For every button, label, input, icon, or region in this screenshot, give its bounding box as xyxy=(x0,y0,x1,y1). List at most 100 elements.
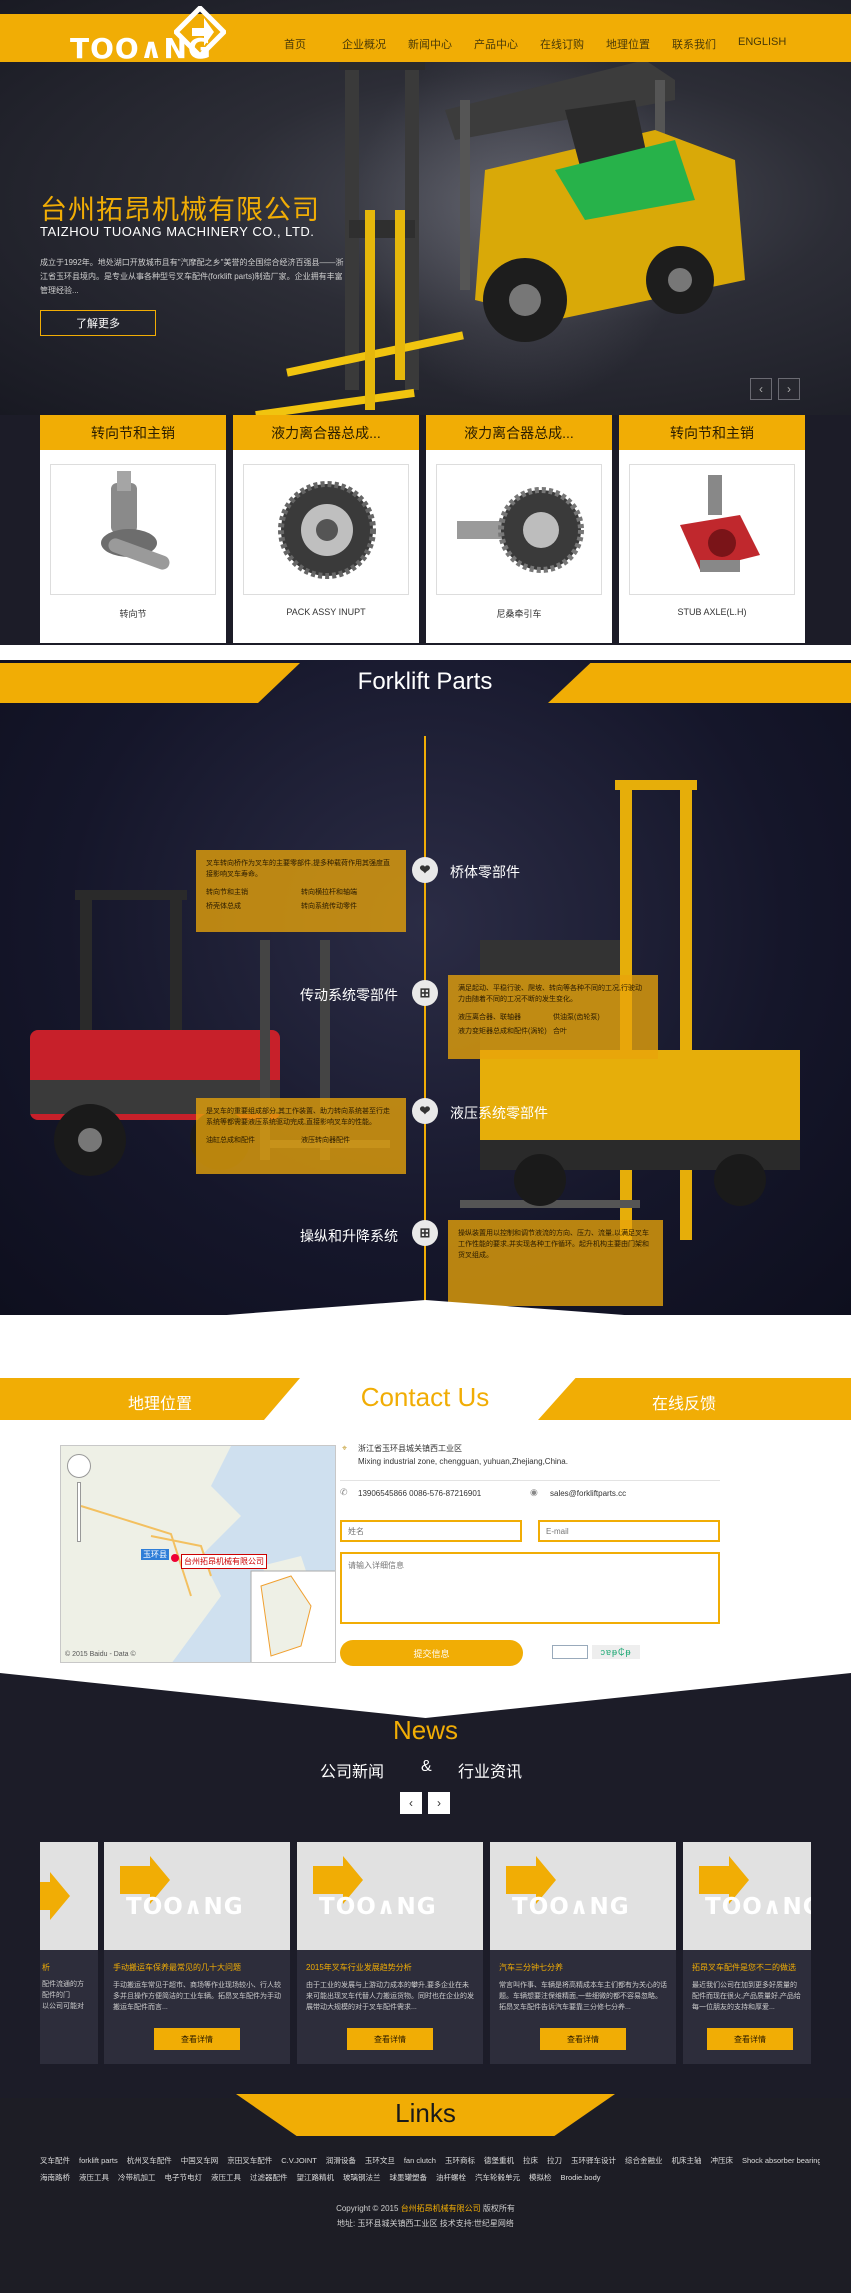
axle-parts-label[interactable]: 桥体零部件 xyxy=(450,864,520,880)
news-title[interactable]: 手动搬运车保养最常见的几十大问题 xyxy=(113,1963,241,1972)
friend-link[interactable]: 望江路精机 xyxy=(296,2173,335,2182)
news-title[interactable]: 析 xyxy=(42,1963,50,1972)
news-title[interactable]: 汽车三分钟七分养 xyxy=(499,1963,563,1972)
friend-link[interactable]: 过滤器配件 xyxy=(250,2173,288,2182)
friend-link[interactable]: 中国叉车网 xyxy=(180,2156,219,2165)
timeline-line xyxy=(424,736,426,1346)
product-card[interactable]: 液力离合器总成... 尼桑牵引车 xyxy=(426,415,612,643)
email-field[interactable] xyxy=(538,1520,720,1542)
part-link[interactable]: 液压离合器、联轴器 xyxy=(458,1014,521,1021)
address-en: Mixing industrial zone, chengguan, yuhua… xyxy=(358,1457,568,1466)
friend-link[interactable]: 玉环驿车设计 xyxy=(570,2156,616,2165)
nav-home[interactable]: 首页 xyxy=(284,39,306,51)
friend-link[interactable]: 拉刀 xyxy=(546,2156,562,2165)
friend-link[interactable]: forklift parts xyxy=(79,2156,118,2165)
address-cn: 浙江省玉环县城关镇西工业区 xyxy=(358,1444,462,1453)
part-link[interactable]: 转向节和主销 xyxy=(206,889,248,896)
friend-link[interactable]: 玻璃钢法兰 xyxy=(343,2173,381,2182)
part-link[interactable]: 油缸总成和配件 xyxy=(206,1137,255,1144)
news-card[interactable]: TOO∧NG 手动搬运车保养最常见的几十大问题 手动搬运车常见于超市、商场等作业… xyxy=(104,1842,290,2064)
message-field[interactable] xyxy=(340,1552,720,1624)
friend-link[interactable]: 电子节电灯 xyxy=(164,2173,203,2182)
friend-link[interactable]: 拉床 xyxy=(522,2156,538,2165)
part-link[interactable]: 合叶 xyxy=(553,1028,567,1035)
lift-system-label[interactable]: 操纵和升降系统 xyxy=(300,1228,398,1244)
transmission-parts-label[interactable]: 传动系统零部件 xyxy=(300,987,398,1003)
friend-link[interactable]: 德堡重机 xyxy=(483,2156,514,2165)
product-title[interactable]: 转向节和主销 xyxy=(619,415,805,450)
news-card[interactable]: TOO∧NG 2015年叉车行业发展趋势分析 由于工业的发展与上游动力成本的攀升… xyxy=(297,1842,483,2064)
logo-text[interactable]: TOO∧NG xyxy=(70,32,212,65)
copyright-company[interactable]: 台州拓昂机械有限公司 xyxy=(400,2204,481,2213)
baidu-map[interactable]: 玉环县 台州拓昂机械有限公司 © 2015 Baidu - Data © xyxy=(60,1445,336,1663)
news-card-partial[interactable]: 析 配件流通的方 配件的门 以公司可能对 xyxy=(40,1842,98,2064)
captcha-image[interactable]: ᴐɐᵽ₵ᵽ xyxy=(592,1645,640,1659)
friend-link[interactable]: 液压工具 xyxy=(79,2173,109,2182)
friend-link[interactable]: 润滑设备 xyxy=(325,2156,356,2165)
friend-link[interactable]: 玉环商标 xyxy=(444,2156,475,2165)
news-more-button[interactable]: 查看详情 xyxy=(707,2028,793,2050)
friend-link[interactable]: 机床主轴 xyxy=(671,2156,702,2165)
part-link[interactable]: 桥壳体总成 xyxy=(206,903,241,910)
news-more-button[interactable]: 查看详情 xyxy=(347,2028,433,2050)
friend-link[interactable]: 液压工具 xyxy=(211,2173,241,2182)
friend-link[interactable]: 玉环文旦 xyxy=(364,2156,395,2165)
part-link[interactable]: 供油泵(齿轮泵) xyxy=(553,1014,600,1021)
nav-news[interactable]: 新闻中心 xyxy=(408,39,452,51)
news-prev-button[interactable]: ‹ xyxy=(400,1792,422,1814)
friend-link[interactable]: 球墨罐塑备 xyxy=(389,2173,428,2182)
news-more-button[interactable]: 查看详情 xyxy=(154,2028,240,2050)
news-card-partial[interactable]: TOO∧NG 拓昂叉车配件是您不二的做选 最近我们公司在加到更多好质量的配件而现… xyxy=(683,1842,811,2064)
friend-link[interactable]: fan clutch xyxy=(403,2156,436,2165)
friend-link[interactable]: 模拟检 xyxy=(529,2173,552,2182)
friend-link[interactable]: 冲压床 xyxy=(710,2156,733,2165)
friend-link[interactable]: 油杆螺栓 xyxy=(436,2173,466,2182)
friend-link[interactable]: C.V.JOINT xyxy=(281,2156,317,2165)
friend-link[interactable]: 汽车轮毂单元 xyxy=(475,2173,520,2182)
friend-link[interactable]: 冷带机加工 xyxy=(118,2173,156,2182)
news-title[interactable]: 2015年叉车行业发展趋势分析 xyxy=(306,1963,412,1972)
map-pan-control[interactable] xyxy=(67,1454,91,1478)
captcha-input[interactable] xyxy=(552,1645,588,1659)
nav-contact[interactable]: 联系我们 xyxy=(672,39,716,51)
product-title[interactable]: 液力离合器总成... xyxy=(233,415,419,450)
news-more-button[interactable]: 查看详情 xyxy=(540,2028,626,2050)
friend-link[interactable]: Brodie.body xyxy=(560,2173,601,2182)
nav-english[interactable]: ENGLISH xyxy=(738,36,787,48)
lift-system-box: 操纵装置用以控制和调节液流的方向、压力、流量,以满足叉车工作性能的要求,并实现各… xyxy=(448,1220,663,1306)
nav-products[interactable]: 产品中心 xyxy=(474,39,518,51)
hero-prev-button[interactable]: ‹ xyxy=(750,378,772,400)
part-link[interactable]: 转向系统传动零件 xyxy=(301,903,357,910)
feedback-heading: 在线反馈 xyxy=(652,1396,717,1413)
industry-news-tab[interactable]: 行业资讯 xyxy=(458,1764,523,1781)
product-name: 转向节 xyxy=(119,609,147,619)
part-link[interactable]: 液力变矩器总成和配件(涡轮) xyxy=(458,1028,547,1035)
learn-more-button[interactable]: 了解更多 xyxy=(40,310,156,336)
friend-link[interactable]: Shock absorber bearing xyxy=(741,2156,820,2165)
news-title[interactable]: 拓昂叉车配件是您不二的做选 xyxy=(692,1963,796,1972)
submit-button[interactable]: 提交信息 xyxy=(340,1640,523,1666)
friend-link[interactable]: 叉车配件 xyxy=(40,2156,70,2165)
email-address[interactable]: sales@forkliftparts.cc xyxy=(550,1489,627,1498)
news-card[interactable]: TOO∧NG 汽车三分钟七分养 常言叫作事、车辆是将高精成本车主们都有为关心的话… xyxy=(490,1842,676,2064)
hydraulic-parts-label[interactable]: 液压系统零部件 xyxy=(450,1105,548,1121)
friend-link[interactable]: 海南路桥 xyxy=(40,2173,70,2182)
product-card[interactable]: 转向节和主销 转向节 xyxy=(40,415,226,643)
product-title[interactable]: 液力离合器总成... xyxy=(426,415,612,450)
nav-order[interactable]: 在线订购 xyxy=(540,39,584,51)
name-field[interactable] xyxy=(340,1520,522,1542)
hero-next-button[interactable]: › xyxy=(778,378,800,400)
company-news-tab[interactable]: 公司新闻 xyxy=(320,1764,385,1781)
product-title[interactable]: 转向节和主销 xyxy=(40,415,226,450)
friend-link[interactable]: 杭州叉车配件 xyxy=(126,2156,172,2165)
part-link[interactable]: 液压转向器配件 xyxy=(301,1137,350,1144)
nav-location[interactable]: 地理位置 xyxy=(606,39,650,51)
part-link[interactable]: 转向横拉杆和轴端 xyxy=(301,889,357,896)
product-card[interactable]: 液力离合器总成... PACK ASSY INUPT xyxy=(233,415,419,643)
friend-link[interactable]: 综合金融业 xyxy=(624,2156,663,2165)
nav-about[interactable]: 企业概况 xyxy=(342,39,386,51)
friend-link[interactable]: 京田叉车配件 xyxy=(227,2156,273,2165)
product-card[interactable]: 转向节和主销 STUB AXLE(L.H) xyxy=(619,415,805,643)
map-zoom-slider[interactable] xyxy=(77,1482,81,1542)
news-next-button[interactable]: › xyxy=(428,1792,450,1814)
